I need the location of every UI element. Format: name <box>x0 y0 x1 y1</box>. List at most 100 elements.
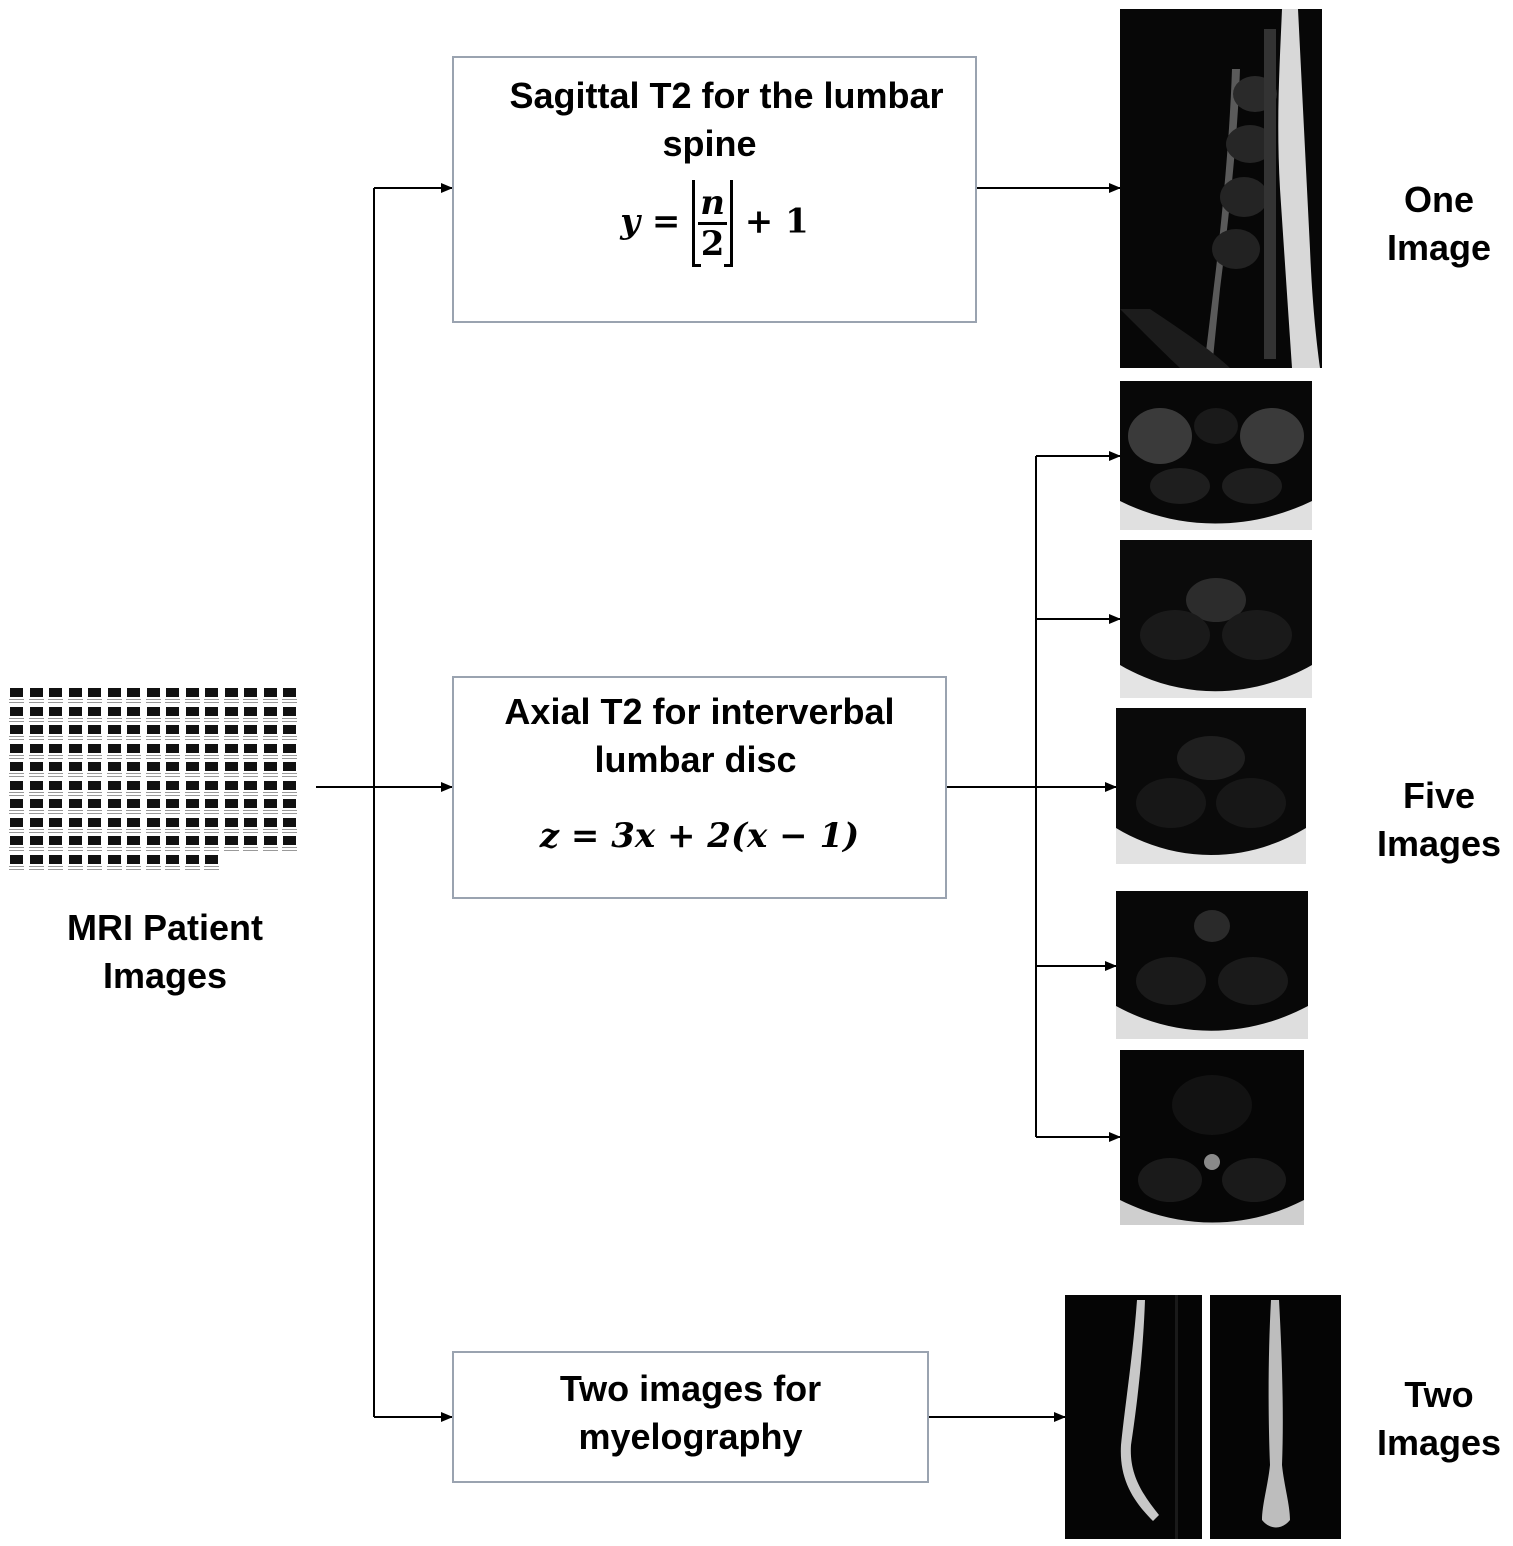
mri-thumbnail-caption <box>282 699 297 700</box>
mri-thumbnail-caption <box>9 868 24 870</box>
mri-thumbnail-caption <box>262 757 278 759</box>
mri-thumbnail <box>205 688 218 697</box>
mri-thumbnail-caption <box>204 865 219 867</box>
mri-thumbnail-caption <box>48 757 63 759</box>
mri-thumbnail-caption <box>204 810 219 811</box>
mri-thumbnail-caption <box>204 813 219 814</box>
mri-thumbnail-caption <box>9 828 24 830</box>
mri-thumbnail-caption <box>184 773 200 774</box>
mri-thumbnail <box>49 762 62 771</box>
mri-thumbnail <box>49 725 62 734</box>
mri-thumbnail-caption <box>145 850 161 851</box>
mri-thumbnail <box>244 706 257 716</box>
mri-thumbnail <box>88 836 101 845</box>
mri-thumbnail-caption <box>204 791 219 793</box>
mri-thumbnail <box>205 743 218 753</box>
mri-thumbnail-caption <box>126 813 141 814</box>
mri-thumbnail-caption <box>165 717 180 719</box>
mri-thumbnail-caption <box>204 847 219 848</box>
mri-thumbnail-caption <box>262 773 278 774</box>
mri-thumbnail-caption <box>243 791 258 793</box>
mri-thumbnail-caption <box>145 702 161 703</box>
axial-mri-image-5 <box>1120 1050 1304 1225</box>
mri-thumbnail-caption <box>28 831 44 833</box>
mri-thumbnail-caption <box>67 699 83 700</box>
mri-thumbnail <box>68 836 82 845</box>
mri-thumbnail-caption <box>243 699 258 700</box>
mri-thumbnail-caption <box>165 699 180 700</box>
mri-thumbnail <box>127 799 140 808</box>
mri-thumbnail-caption <box>67 831 83 833</box>
mri-thumbnail-caption <box>48 810 63 811</box>
mri-thumbnail-caption <box>67 828 83 830</box>
mri-thumbnail-caption <box>145 736 161 737</box>
axial-mri-drawing-1 <box>1120 381 1312 530</box>
sagittal-mri-drawing <box>1120 9 1322 368</box>
mri-thumbnail <box>146 817 160 827</box>
mri-thumbnail <box>283 706 296 716</box>
mri-thumbnail-caption <box>243 739 258 740</box>
mri-thumbnail-caption <box>165 773 180 774</box>
mri-thumbnail-caption <box>223 773 239 774</box>
mri-thumbnail <box>88 706 101 716</box>
mri-thumbnail <box>166 799 179 808</box>
mri-thumbnail-caption <box>67 757 83 759</box>
mri-thumbnail <box>88 780 101 790</box>
mri-thumbnail <box>146 836 160 845</box>
mri-thumbnail-caption <box>28 850 44 851</box>
mri-thumbnail-caption <box>282 850 297 851</box>
mri-thumbnail-caption <box>48 847 63 848</box>
mri-thumbnail-caption <box>282 847 297 848</box>
mri-thumbnail-caption <box>223 810 239 811</box>
mri-thumbnail <box>263 817 277 827</box>
mri-thumbnail-caption <box>243 810 258 811</box>
myelography-count-line2: Images <box>1376 1422 1502 1463</box>
mri-thumbnail-caption <box>184 699 200 700</box>
mri-thumbnail-caption <box>262 736 278 737</box>
mri-thumbnail-caption <box>223 757 239 759</box>
myelography-title-line1: Two images for <box>559 1368 822 1409</box>
mri-thumbnail-caption <box>223 813 239 814</box>
mri-thumbnail-caption <box>243 794 258 796</box>
mri-thumbnail-caption <box>126 757 141 759</box>
mri-thumbnail <box>205 836 218 845</box>
mri-thumbnail-caption <box>262 717 278 719</box>
mri-thumbnail <box>127 743 140 753</box>
mri-thumbnail-caption <box>165 850 180 851</box>
mri-thumbnail-caption <box>223 717 239 719</box>
mri-thumbnail <box>205 780 218 790</box>
mri-thumbnail-caption <box>67 720 83 722</box>
mri-thumbnail <box>10 799 23 808</box>
mri-thumbnail <box>107 688 121 697</box>
mri-thumbnail-caption <box>165 868 180 870</box>
mri-thumbnail-caption <box>126 736 141 737</box>
mri-thumbnail-caption <box>87 791 102 793</box>
mri-thumbnail <box>185 762 199 771</box>
mri-thumbnail-caption <box>243 773 258 774</box>
mri-thumbnail <box>244 762 257 771</box>
mri-thumbnail-caption <box>145 739 161 740</box>
mri-thumbnail-caption <box>126 773 141 774</box>
mri-thumbnail-caption <box>48 717 63 719</box>
mri-thumbnail-caption <box>87 868 102 870</box>
mri-thumbnail-caption <box>262 739 278 740</box>
mri-thumbnail <box>205 762 218 771</box>
mri-thumbnail-caption <box>184 828 200 830</box>
mri-thumbnail-caption <box>9 813 24 814</box>
mri-thumbnail <box>49 854 62 864</box>
mri-thumbnail-caption <box>48 868 63 870</box>
mri-thumbnail-caption <box>223 736 239 737</box>
mri-thumbnail <box>29 688 43 697</box>
mri-thumbnail-caption <box>126 794 141 796</box>
sagittal-count-line2: Image <box>1386 227 1492 268</box>
mri-thumbnail <box>224 743 238 753</box>
mri-thumbnail-caption <box>67 794 83 796</box>
mri-thumbnail <box>283 688 296 697</box>
mri-thumbnail <box>244 743 257 753</box>
mri-thumbnail-caption <box>282 813 297 814</box>
mri-thumbnail <box>224 836 238 845</box>
mri-thumbnail <box>127 854 140 864</box>
mri-thumbnail <box>146 780 160 790</box>
mri-thumbnail-caption <box>106 847 122 848</box>
mri-thumbnail-caption <box>282 773 297 774</box>
